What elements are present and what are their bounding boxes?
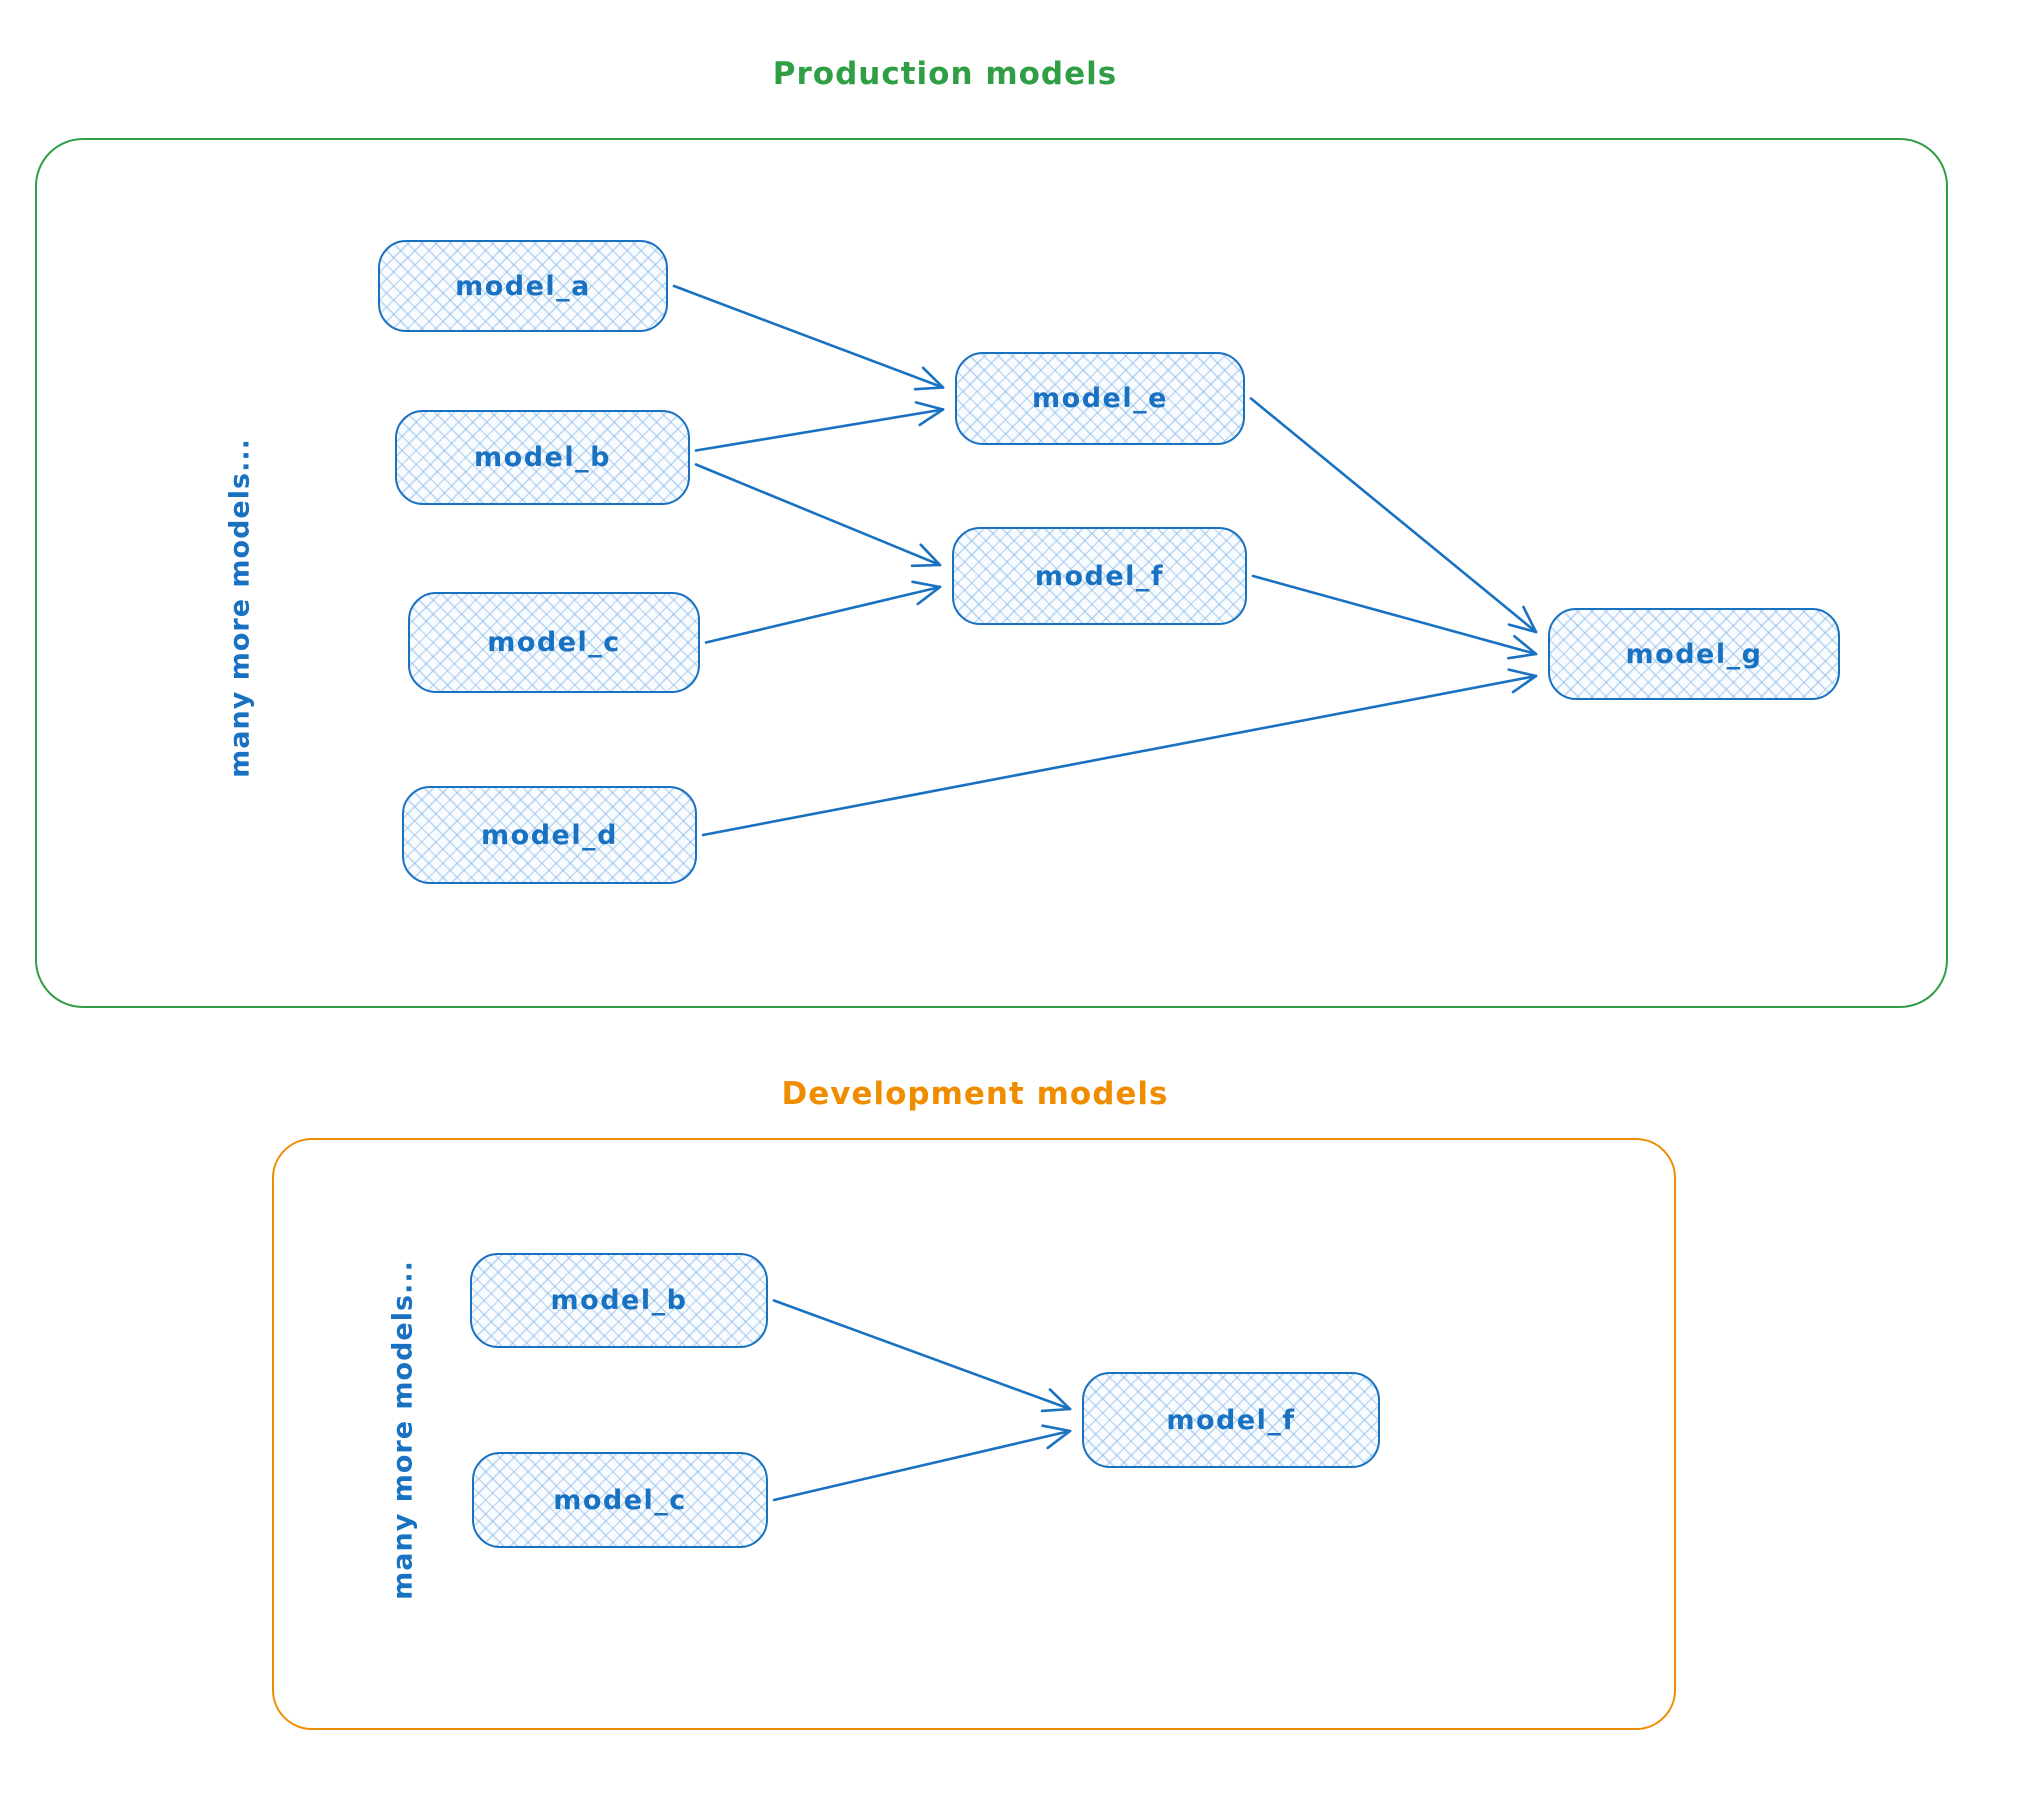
node-prod_model_f: model_f: [952, 527, 1247, 625]
production-frame: [35, 138, 1948, 1008]
node-label-dev_model_b: model_b: [550, 1285, 688, 1316]
development-title: Development models: [781, 1076, 1169, 1112]
node-label-prod_model_a: model_a: [455, 270, 591, 302]
node-dev_model_b: model_b: [470, 1253, 768, 1348]
node-prod_model_e: model_e: [955, 352, 1245, 445]
production-title: Production models: [772, 56, 1118, 92]
node-dev_model_f: model_f: [1082, 1372, 1380, 1468]
development-side-label: many more models...: [387, 1260, 419, 1600]
node-prod_model_a: model_a: [378, 240, 668, 332]
node-label-prod_model_b: model_b: [474, 442, 611, 473]
node-label-prod_model_c: model_c: [487, 627, 621, 658]
production-side-label: many more models...: [224, 438, 256, 778]
node-label-dev_model_c: model_c: [553, 1484, 687, 1516]
development-frame: [272, 1138, 1676, 1730]
node-prod_model_d: model_d: [402, 786, 697, 884]
node-label-prod_model_d: model_d: [481, 819, 618, 851]
node-label-prod_model_g: model_g: [1625, 638, 1763, 670]
node-label-dev_model_f: model_f: [1166, 1404, 1296, 1436]
node-dev_model_c: model_c: [472, 1452, 768, 1548]
node-prod_model_g: model_g: [1548, 608, 1840, 700]
node-label-prod_model_f: model_f: [1034, 560, 1165, 592]
node-prod_model_c: model_c: [408, 592, 700, 693]
node-label-prod_model_e: model_e: [1032, 383, 1168, 414]
node-prod_model_b: model_b: [395, 410, 690, 505]
